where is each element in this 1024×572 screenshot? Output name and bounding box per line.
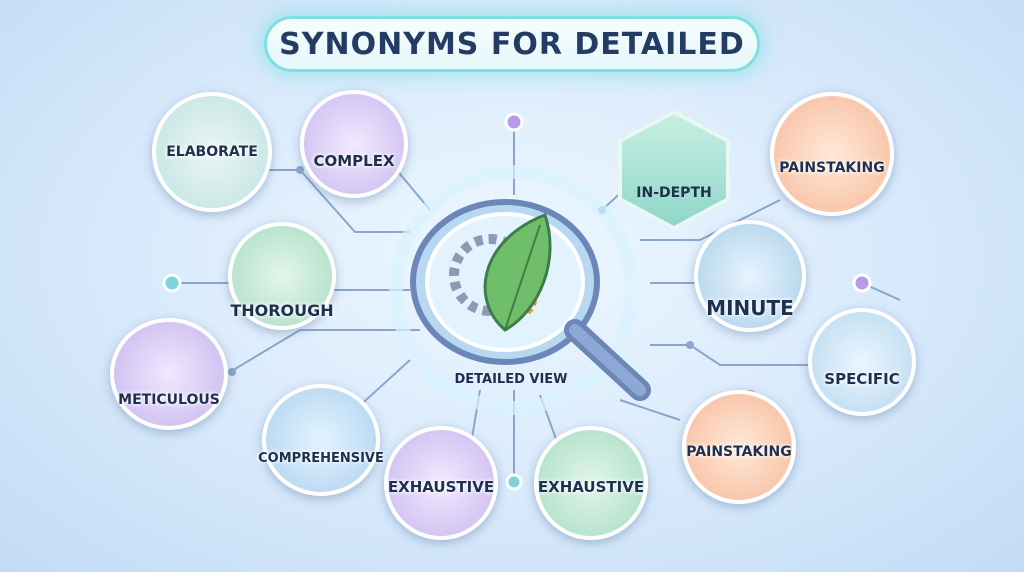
connector-painstaking-top [640,199,781,241]
node-specific: SPECIFIC [808,308,916,416]
node-exhaustive-right: EXHAUSTIVE [534,426,648,540]
node-complex: COMPLEX [300,90,408,198]
node-painstaking-top: PAINSTAKING [770,92,894,216]
node-dot-right [852,273,872,293]
node-label: METICULOUS [118,392,220,408]
node-dot-bottom [505,473,523,491]
connector-meticulous [229,329,420,373]
node-label: EXHAUSTIVE [387,478,495,496]
connector-elaborate [268,169,410,233]
title-banner: SYNONYMS FOR DETAILED [264,16,760,72]
node-comprehensive: COMPREHENSIVE [258,384,384,496]
node-label: THOROUGH [230,301,334,320]
connector-painstaking-bottom [619,399,681,421]
node-elaborate: ELABORATE [152,92,272,212]
node-minute: MINUTE [694,220,806,332]
node-label: SPECIFIC [824,370,900,388]
node-label: COMPLEX [313,152,395,170]
node-dot-top [504,112,524,132]
node-label: IN-DEPTH [636,185,712,201]
node-dot-left [162,273,182,293]
magnifying-glass-icon [389,165,651,415]
connector-specific [650,344,812,366]
node-label: MINUTE [706,296,794,320]
node-exhaustive-left: EXHAUSTIVE [384,426,498,540]
node-thorough: THOROUGH [228,222,336,330]
node-label: EXHAUSTIVE [537,478,645,496]
node-label: PAINSTAKING [779,160,885,176]
node-meticulous: METICULOUS [110,318,228,430]
node-label: PAINSTAKING [686,444,792,460]
node-label: ELABORATE [166,144,258,160]
node-label: COMPREHENSIVE [258,451,384,466]
node-painstaking-bottom: PAINSTAKING [682,390,796,504]
page-title: SYNONYMS FOR DETAILED [279,26,745,62]
center-label: DETAILED VIEW [454,372,568,387]
